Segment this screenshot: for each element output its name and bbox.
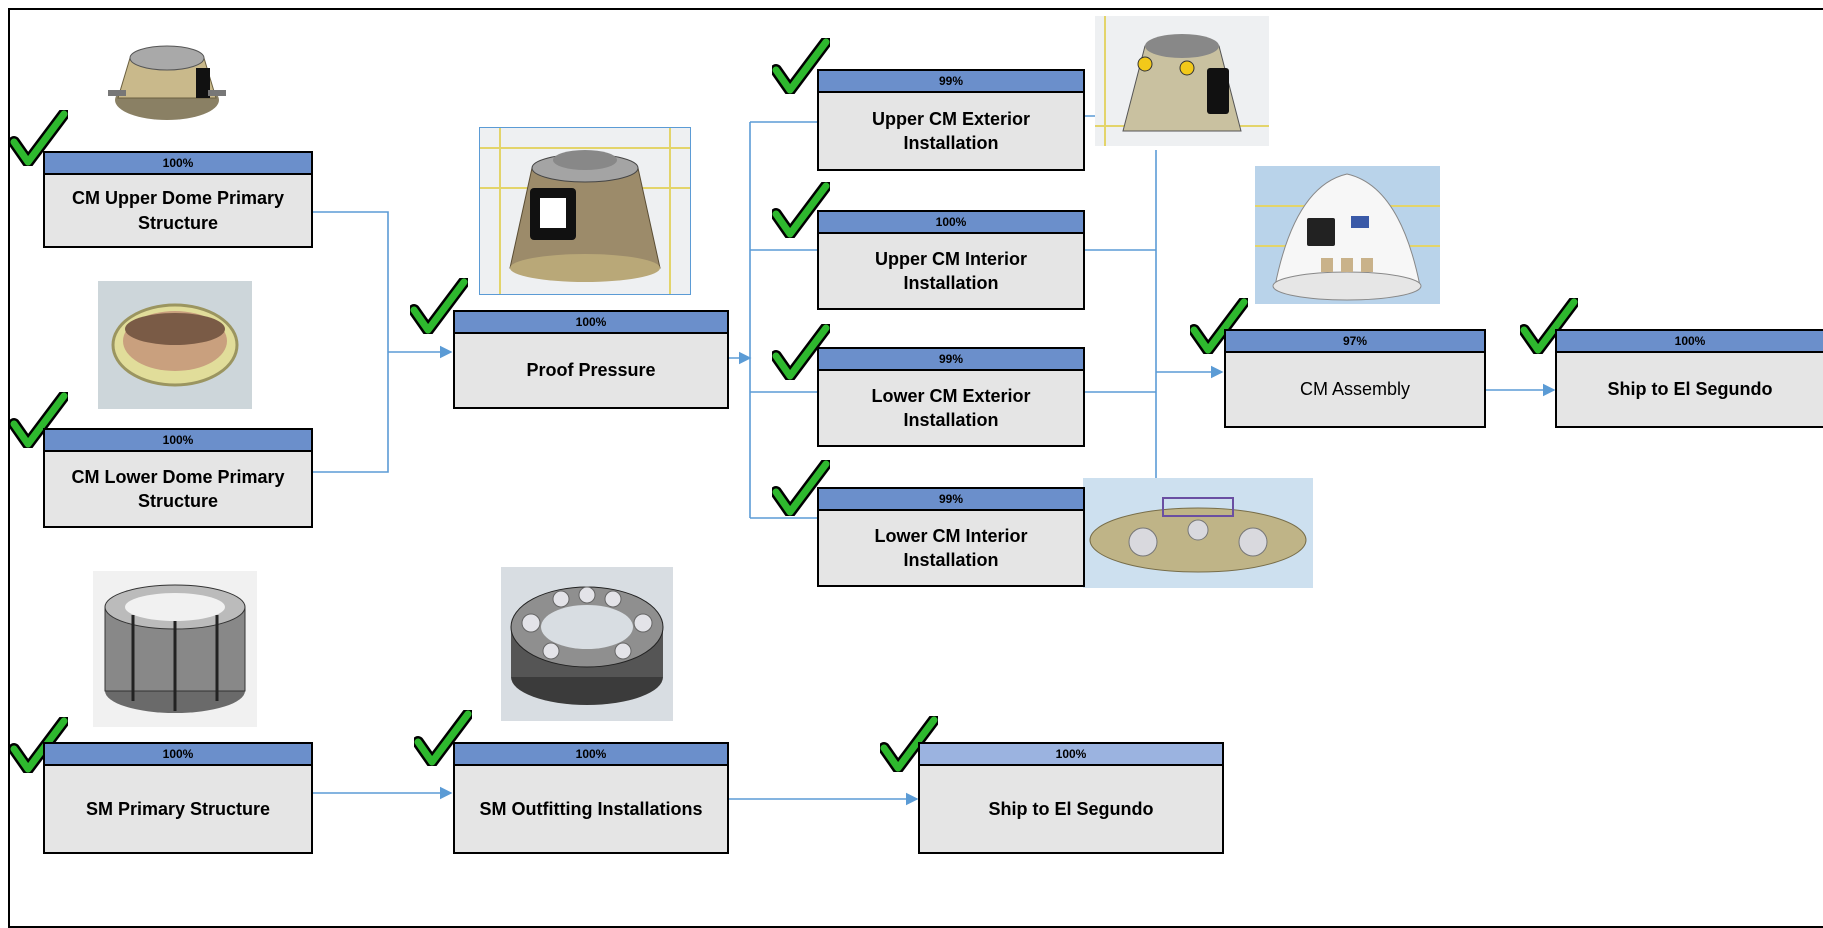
task-upper-cm-interior: 100% Upper CM Interior Installation [817,210,1085,310]
task-ship-sm: 100% Ship to El Segundo [918,742,1224,854]
proof-pressure-image [479,127,691,295]
check-icon [1520,298,1578,354]
task-title: Upper CM Interior Installation [874,248,1027,293]
progress-badge: 100% [45,430,311,452]
task-lower-cm-exterior: 99% Lower CM Exterior Installation [817,347,1085,447]
connector-lines [313,115,1556,806]
progress-badge: 100% [1557,331,1823,353]
task-cm-assembly: 97% CM Assembly [1224,329,1486,428]
check-icon [772,38,830,94]
check-icon [772,182,830,238]
check-icon [410,278,468,334]
task-title: Proof Pressure [526,360,656,381]
progress-badge: 100% [45,153,311,175]
lower-dome-image [98,281,252,409]
task-cm-upper-dome: 100% CM Upper Dome Primary Structure [43,151,313,248]
task-title: CM Upper Dome Primary Structure [71,188,285,233]
sm-primary-image [93,571,257,727]
check-icon [772,324,830,380]
upper-dome-image [100,30,234,130]
task-cm-lower-dome: 100% CM Lower Dome Primary Structure [43,428,313,528]
sm-outfit-image [501,567,673,721]
check-icon [10,717,68,773]
progress-badge: 100% [920,744,1222,766]
progress-badge: 100% [455,744,727,766]
check-icon [10,392,68,448]
progress-badge: 97% [1226,331,1484,353]
capsule-image [1255,166,1440,304]
task-proof-pressure: 100% Proof Pressure [453,310,729,409]
task-title: CM Assembly [1299,379,1411,400]
progress-badge: 99% [819,71,1083,93]
task-title: Lower CM Exterior Installation [871,385,1031,430]
task-title: CM Lower Dome Primary Structure [71,466,285,511]
task-sm-outfitting: 100% SM Outfitting Installations [453,742,729,854]
progress-badge: 99% [819,349,1083,371]
check-icon [414,710,472,766]
task-title: Ship to El Segundo [1607,379,1773,400]
connector-domes [313,211,389,473]
task-ship-cm: 100% Ship to El Segundo [1555,329,1823,428]
upper-ext-image [1095,16,1269,146]
task-lower-cm-interior: 99% Lower CM Interior Installation [817,487,1085,587]
check-icon [772,460,830,516]
progress-badge: 99% [819,489,1083,511]
progress-badge: 100% [45,744,311,766]
task-title: Ship to El Segundo [988,798,1154,819]
task-title: SM Outfitting Installations [479,798,703,819]
lower-int-image [1083,478,1313,588]
task-title: Lower CM Interior Installation [874,525,1028,570]
task-title: SM Primary Structure [85,798,271,819]
task-upper-cm-exterior: 99% Upper CM Exterior Installation [817,69,1085,171]
check-icon [880,716,938,772]
check-icon [1190,298,1248,354]
progress-badge: 100% [819,212,1083,234]
check-icon [10,110,68,166]
task-title: Upper CM Exterior Installation [871,108,1031,153]
task-sm-primary: 100% SM Primary Structure [43,742,313,854]
progress-badge: 100% [455,312,727,334]
